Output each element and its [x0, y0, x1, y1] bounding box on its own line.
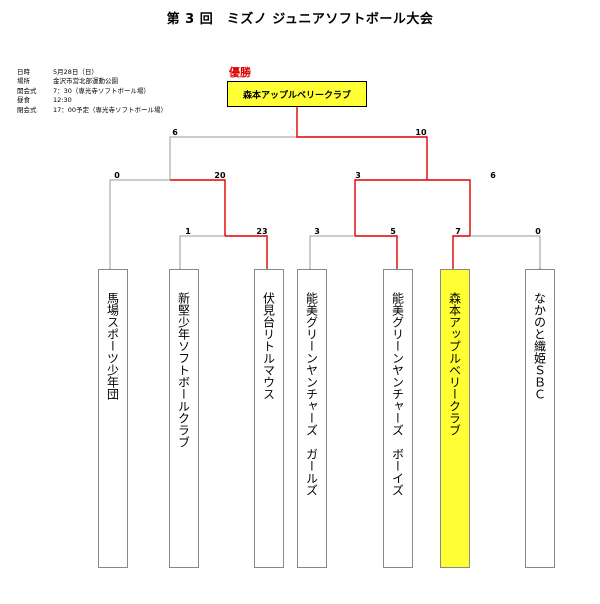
info-value: 7：30（専光寺ソフトボール場） [53, 86, 150, 95]
score-team5-r1: 5 [390, 227, 396, 236]
info-label: 開会式 [17, 86, 37, 95]
winner-label: 優勝 [229, 66, 251, 79]
score-sf-left-team1: 0 [114, 171, 120, 180]
bracket-line-r1-6v7 [452, 235, 541, 270]
info-row-venue: 場所 金沢市営北部運動公園 [17, 77, 167, 86]
score-final-right: 10 [415, 128, 427, 137]
team-name: 能美グリーンヤンチャーズ ボーイズ [390, 292, 405, 496]
team-name: 森本アップルベリークラブ [447, 292, 462, 436]
team-box-7: なかのと織姫ＳＢＣ [525, 269, 555, 568]
bracket-line-sf-left [109, 179, 226, 270]
score-team4-r1: 3 [314, 227, 320, 236]
champion-box: 森本アップルベリークラブ [227, 81, 367, 107]
score-team7-r1: 0 [535, 227, 541, 236]
info-row-lunch: 昼食 12:30 [17, 96, 167, 105]
team-box-3: 伏見台リトルマウス [254, 269, 284, 568]
team-name: なかのと織姫ＳＢＣ [532, 292, 547, 400]
winner-path-team5 [355, 235, 398, 270]
bracket-line-r1-4v5 [309, 235, 398, 270]
winner-path-team3 [225, 235, 268, 270]
info-label: 日時 [17, 68, 30, 76]
team-box-2: 新堅少年ソフトボールクラブ [169, 269, 199, 568]
info-value: 5月28日（日） [53, 68, 98, 76]
team-name: 伏見台リトルマウス [261, 292, 276, 400]
score-final-left: 6 [172, 128, 178, 137]
event-info: 日時 5月28日（日） 場所 金沢市営北部運動公園 開会式 7：30（専光寺ソフトボー… [17, 68, 167, 115]
team-box-5: 能美グリーンヤンチャーズ ボーイズ [383, 269, 413, 568]
winner-path-team6 [452, 235, 470, 270]
info-row-closing: 閉会式 17：00予定（専光寺ソフトボール場） [17, 106, 167, 115]
score-sf-right-right: 6 [490, 171, 496, 180]
info-label: 閉会式 [17, 105, 37, 114]
team-name: 新堅少年ソフトボールクラブ [176, 292, 191, 448]
team-name: 能美グリーンヤンチャーズ ガールズ [304, 292, 319, 496]
info-row-date: 日時 5月28日（日） [17, 68, 167, 77]
info-value: 金沢市営北部運動公園 [53, 77, 118, 86]
info-row-opening: 開会式 7：30（専光寺ソフトボール場） [17, 87, 167, 96]
team-name: 馬場スポーツ少年団 [105, 292, 120, 400]
score-team6-r1: 7 [455, 227, 461, 236]
info-value: 12:30 [53, 96, 72, 105]
score-team3-r1: 23 [256, 227, 268, 236]
info-label: 場所 [17, 77, 30, 86]
winner-path-sf-right [354, 179, 471, 236]
winner-path-final [296, 107, 428, 180]
team-box-4: 能美グリーンヤンチャーズ ガールズ [297, 269, 327, 568]
bracket-line-r1-2v3 [179, 235, 268, 270]
winner-path-sf-left [170, 179, 226, 236]
info-value: 17：00予定（専光寺ソフトボール場） [53, 105, 168, 114]
team-box-6-winner: 森本アップルベリークラブ [440, 269, 470, 568]
team-box-1: 馬場スポーツ少年団 [98, 269, 128, 568]
score-sf-right-left: 3 [355, 171, 361, 180]
score-team2-r1: 1 [185, 227, 191, 236]
score-sf-left-winner: 20 [214, 171, 226, 180]
page-title: 第 3 回 ミズノ ジュニアソフトボール大会 [166, 12, 434, 27]
info-label: 昼食 [17, 96, 30, 105]
